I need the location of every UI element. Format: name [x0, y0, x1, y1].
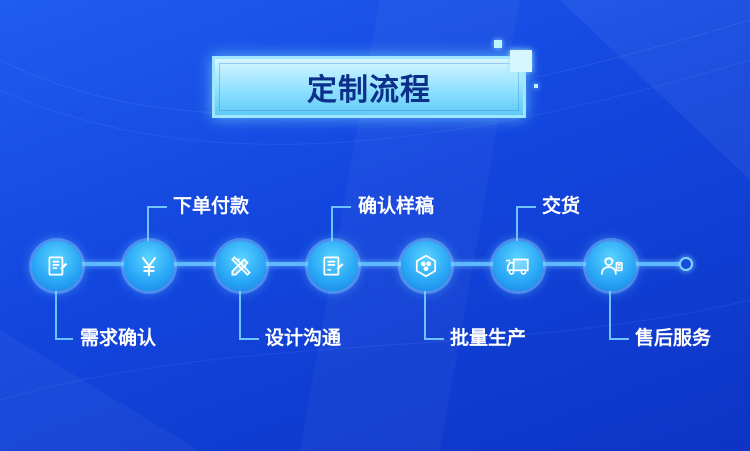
support-agent-icon: [600, 257, 623, 275]
step-node-6[interactable]: [493, 241, 543, 291]
title-corner-square: [510, 50, 532, 72]
connector-step-4: [331, 206, 351, 244]
connector-step-1: [55, 290, 73, 340]
timeline-track: [58, 262, 680, 266]
step-label-7: 售后服务: [635, 327, 712, 349]
yen-icon: [141, 256, 157, 276]
step-node-5[interactable]: [401, 241, 451, 291]
title-tiny-square: [534, 84, 538, 88]
step-label-6: 交货: [542, 195, 581, 217]
pencil-ruler-icon: [231, 256, 251, 276]
connector-step-3: [239, 290, 259, 340]
step-label-5: 批量生产: [450, 327, 527, 349]
form-document-icon: [48, 256, 68, 276]
step-label-3: 设计沟通: [265, 327, 342, 349]
step-node-7[interactable]: [586, 241, 636, 291]
timeline-end-dot: [679, 257, 693, 271]
step-label-1: 需求确认: [80, 327, 157, 349]
step-node-3[interactable]: [216, 241, 266, 291]
connector-step-5: [424, 290, 444, 340]
connector-step-2: [147, 206, 167, 244]
delivery-truck-icon: [506, 258, 529, 275]
step-node-4[interactable]: [308, 241, 358, 291]
hexagon-cells-icon: [415, 254, 437, 278]
step-node-2[interactable]: [124, 241, 174, 291]
title-small-square: [494, 40, 502, 48]
step-label-2: 下单付款: [173, 195, 250, 217]
document-edit-icon: [323, 256, 344, 276]
diagram-title: 定制流程: [307, 73, 431, 108]
step-label-4: 确认样稿: [358, 195, 435, 217]
title-banner: 定制流程: [212, 56, 526, 118]
step-node-1[interactable]: [32, 241, 82, 291]
connector-step-6: [516, 206, 536, 244]
connector-step-7: [609, 290, 629, 340]
